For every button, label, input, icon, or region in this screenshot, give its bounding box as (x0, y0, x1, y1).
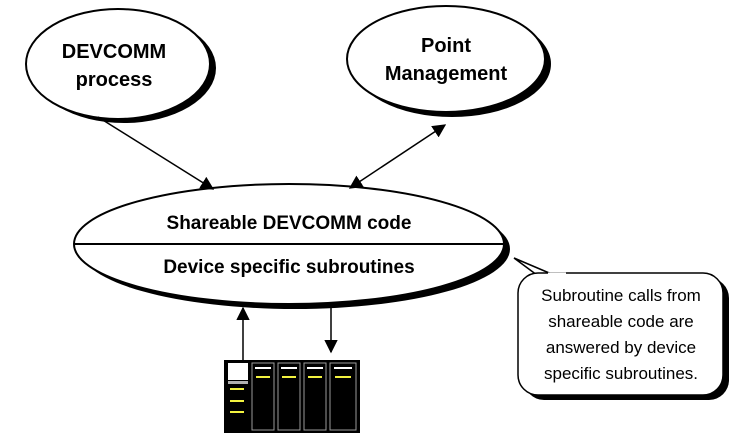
callout-line-3: answered by device (546, 338, 696, 357)
rack-module-2 (277, 362, 301, 431)
point-management-line2: Management (385, 63, 508, 85)
callout-line-1: Subroutine calls from (541, 286, 701, 305)
devcomm-code-node: Shareable DEVCOMM code Device specific s… (73, 183, 510, 309)
rack-module-1 (251, 362, 275, 431)
devcomm-process-line1: DEVCOMM (62, 41, 166, 63)
point-management-line1: Point (421, 35, 471, 57)
server-rack-icon (224, 360, 360, 433)
rack-module-4 (329, 362, 357, 431)
devcomm-process-line2: process (76, 69, 153, 91)
callout-balloon: Subroutine calls from shareable code are… (513, 257, 729, 400)
arrow-point-management-bidirectional (348, 124, 447, 189)
rack-module-3 (303, 362, 327, 431)
callout-line-4: specific subroutines. (544, 364, 698, 383)
arrow-devcomm-to-shared (97, 116, 215, 190)
point-management-node: Point Management (346, 5, 551, 117)
devcomm-process-node: DEVCOMM process (25, 8, 216, 123)
shareable-code-label: Shareable DEVCOMM code (167, 213, 412, 234)
device-subroutines-label: Device specific subroutines (163, 257, 414, 278)
callout-line-2: shareable code are (548, 312, 694, 331)
